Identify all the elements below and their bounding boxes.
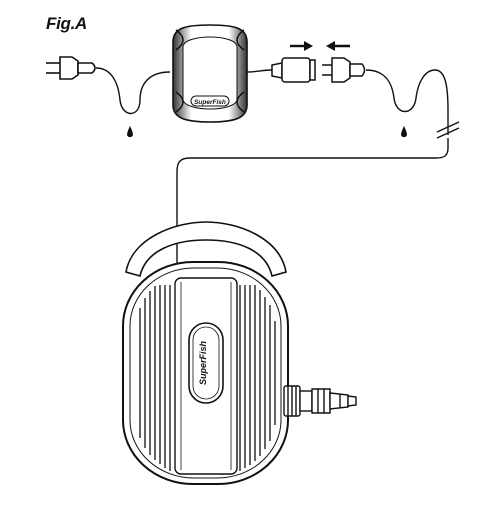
pump-brand-logo: SuperFish (198, 340, 208, 385)
pump-plug-icon (322, 57, 366, 83)
drip-loop-icon-right (401, 126, 407, 138)
connector-icon (271, 57, 316, 83)
power-cable-left (95, 67, 171, 115)
arrow-left-icon (326, 41, 350, 51)
pump-cable-upper (365, 69, 449, 135)
cable-break-icon (436, 121, 460, 139)
pump-intake-grille (139, 285, 276, 471)
plug-icon (46, 56, 96, 80)
drip-loop-icon (127, 126, 133, 138)
adapter-icon: SuperFish (172, 24, 248, 123)
figure-label: Fig.A (46, 14, 87, 33)
adapter-output-cable (246, 69, 273, 73)
adapter-brand-logo: SuperFish (194, 99, 226, 106)
pump-icon: SuperFish (122, 221, 289, 485)
arrow-right-icon (290, 41, 313, 51)
outlet-nozzle-icon (283, 385, 357, 417)
pump-cable-lower (176, 138, 449, 268)
